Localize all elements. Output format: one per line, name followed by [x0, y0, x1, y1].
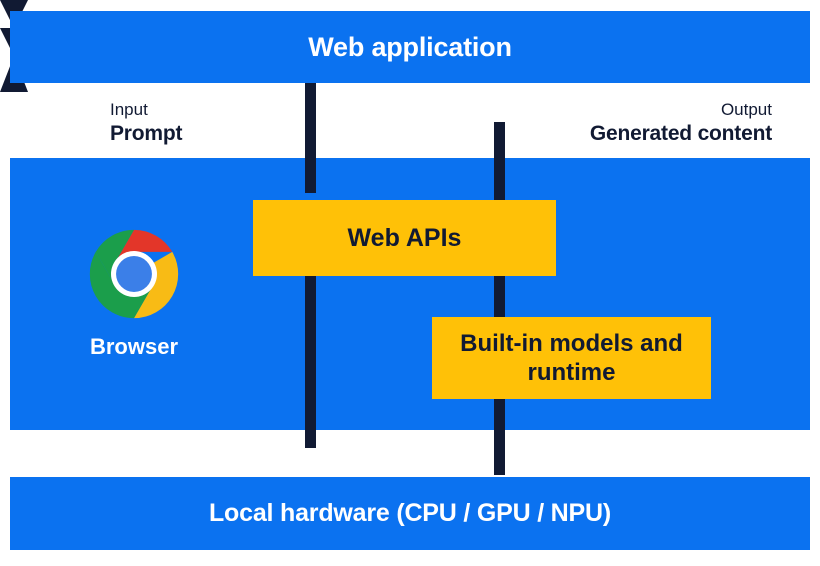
box-web-apis-label: Web APIs [347, 223, 462, 252]
output-kicker: Output [720, 100, 772, 119]
input-value: Prompt [110, 121, 183, 145]
chrome-logo-icon [88, 228, 180, 320]
browser-label: Browser [89, 334, 179, 359]
browser-identity: Browser [58, 228, 210, 360]
edge-label-output: Output Generated content [590, 99, 772, 148]
band-local-hardware: Local hardware (CPU / GPU / NPU) [10, 477, 810, 550]
input-kicker: Input [110, 100, 148, 119]
connector-line-input [305, 83, 316, 193]
output-value: Generated content [589, 121, 772, 145]
box-web-apis[interactable]: Web APIs [253, 200, 556, 276]
connector-line-to-hardware [305, 276, 316, 448]
band-web-application: Web application [10, 11, 810, 83]
band-local-hardware-label: Local hardware (CPU / GPU / NPU) [208, 499, 611, 527]
box-builtin-models[interactable]: Built-in models and runtime [432, 317, 711, 399]
box-builtin-models-label: Built-in models and runtime [460, 329, 683, 386]
band-web-application-label: Web application [308, 31, 512, 62]
edge-label-input: Input Prompt [110, 99, 183, 148]
connector-line-output [494, 122, 505, 475]
